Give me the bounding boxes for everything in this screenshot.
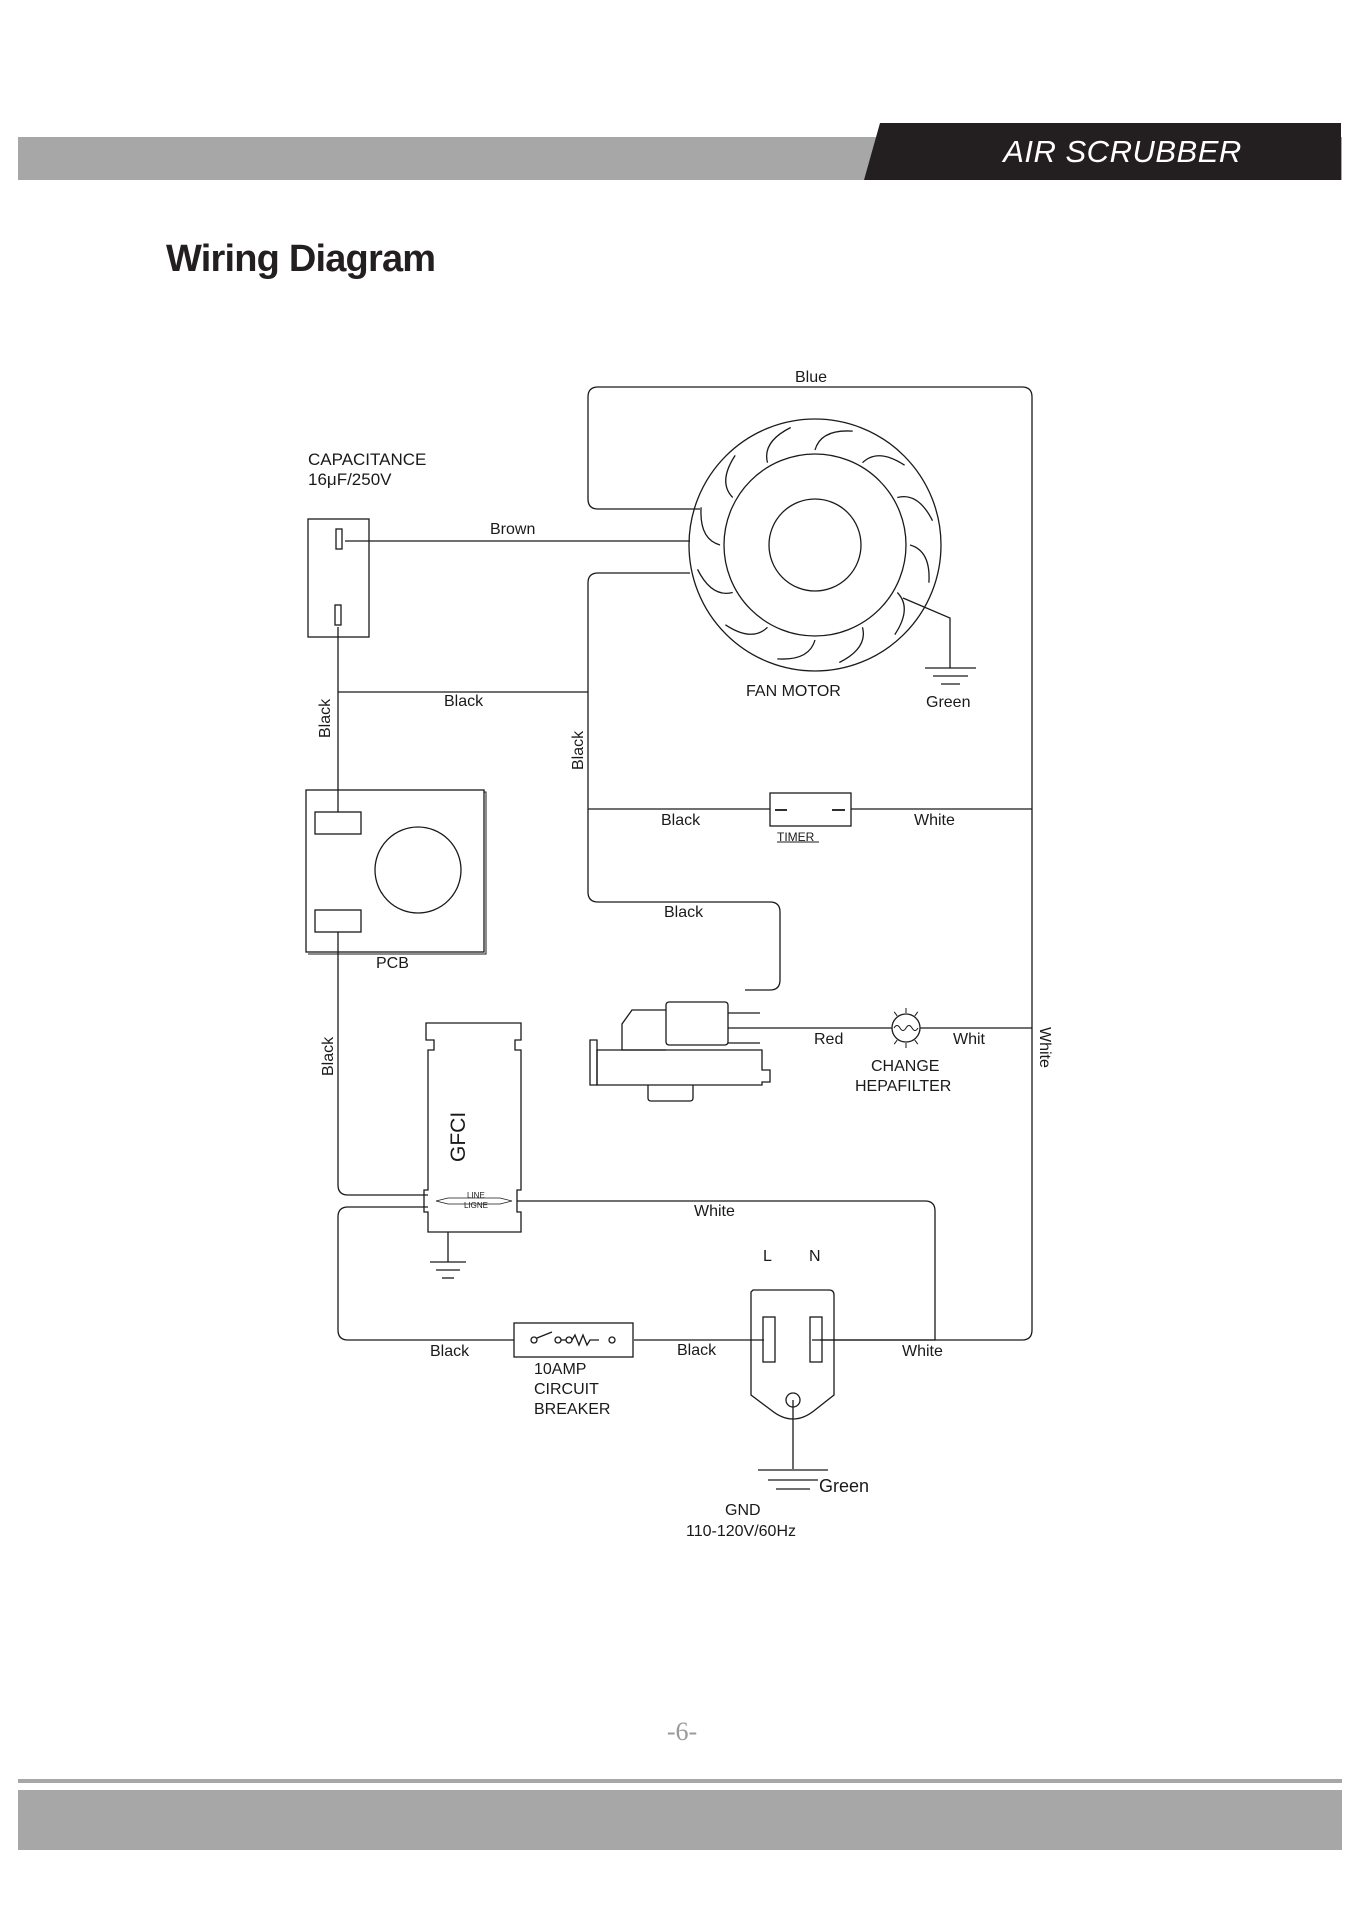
breaker-label-2: CIRCUIT bbox=[534, 1381, 599, 1398]
lamp-ray bbox=[894, 1040, 897, 1044]
fan-blade bbox=[897, 497, 932, 521]
black-switch-label: Black bbox=[664, 904, 704, 921]
gfci-ligne-label: LIGNE bbox=[464, 1201, 488, 1210]
white-right-label: White bbox=[1036, 1027, 1053, 1068]
black-bottom-mid-label: Black bbox=[677, 1342, 717, 1359]
black-cap-horizontal-label: Black bbox=[444, 693, 484, 710]
fan-blade bbox=[701, 507, 720, 545]
black-pcb-vertical-label: Black bbox=[320, 1036, 337, 1076]
green-gnd-label: Green bbox=[819, 1476, 869, 1496]
capacitance-value: 16μF/250V bbox=[308, 470, 392, 489]
motor-black-wire bbox=[588, 573, 780, 990]
wires bbox=[338, 387, 1032, 1469]
plug-prong-l bbox=[763, 1317, 775, 1362]
capacitance-title: CAPACITANCE bbox=[308, 450, 426, 469]
black-main-vertical-label: Black bbox=[570, 730, 587, 770]
ground-symbol-motor bbox=[925, 668, 976, 684]
motor-ground-wire bbox=[903, 598, 950, 668]
whit-wire-label: Whit bbox=[953, 1031, 986, 1048]
ground-symbol-gfci bbox=[430, 1262, 466, 1278]
capacitor-terminal-top bbox=[336, 529, 342, 549]
pcb-body bbox=[306, 790, 484, 952]
gfci-white-wire bbox=[517, 1201, 935, 1340]
lamp-ray bbox=[915, 1040, 918, 1044]
page-number: -6- bbox=[0, 1717, 1364, 1747]
plug-l-label: L bbox=[763, 1248, 772, 1265]
green-motor-label: Green bbox=[926, 694, 970, 711]
fan-blade bbox=[910, 545, 929, 583]
fan-blade bbox=[725, 625, 767, 634]
fan-blade bbox=[726, 455, 735, 497]
hepafilter-label: HEPAFILTER bbox=[855, 1078, 951, 1095]
pcb-label: PCB bbox=[376, 955, 409, 972]
red-wire-label: Red bbox=[814, 1031, 843, 1048]
black-timer-label: Black bbox=[661, 812, 701, 829]
power-plug bbox=[751, 1290, 834, 1419]
fan-blade bbox=[895, 593, 904, 635]
capacitor-body bbox=[308, 519, 369, 637]
breaker-label-1: 10AMP bbox=[534, 1361, 586, 1378]
circuit-breaker bbox=[514, 1323, 633, 1357]
switch-body bbox=[666, 1002, 728, 1045]
fan-blade bbox=[839, 627, 863, 662]
black-bottom-left-label: Black bbox=[430, 1343, 470, 1360]
gfci-label: GFCI bbox=[447, 1112, 470, 1162]
brown-wire-label: Brown bbox=[490, 521, 535, 538]
filter-switch bbox=[590, 1002, 770, 1101]
plug-n-label: N bbox=[809, 1248, 821, 1265]
fan-blade bbox=[863, 456, 905, 465]
pcb-board bbox=[306, 790, 486, 954]
white-bottom-label: White bbox=[902, 1343, 943, 1360]
fan-inner-ring bbox=[724, 454, 906, 636]
lamp-ray bbox=[894, 1012, 897, 1016]
capacitor-terminal-bottom bbox=[335, 605, 341, 625]
gnd-label: GND bbox=[725, 1502, 761, 1519]
white-gfci-label: White bbox=[694, 1203, 735, 1220]
fan-blades bbox=[698, 428, 933, 663]
blue-wire-label: Blue bbox=[795, 369, 827, 386]
footer-line bbox=[18, 1779, 1342, 1783]
fan-motor-label: FAN MOTOR bbox=[746, 683, 841, 700]
gfci-black-wire bbox=[338, 1207, 514, 1340]
fan-blade bbox=[815, 431, 853, 450]
timer-label: TIMER bbox=[777, 830, 815, 844]
fan-blade bbox=[767, 428, 791, 463]
pcb-connector-top bbox=[315, 812, 361, 834]
black-cap-vertical-label: Black bbox=[317, 698, 334, 738]
footer-bar bbox=[18, 1790, 1342, 1850]
change-label: CHANGE bbox=[871, 1058, 939, 1075]
voltage-label: 110-120V/60Hz bbox=[686, 1523, 796, 1540]
breaker-label-3: BREAKER bbox=[534, 1401, 610, 1418]
hepa-indicator-lamp bbox=[892, 1008, 920, 1048]
blue-wire bbox=[588, 387, 1032, 1340]
fan-blade bbox=[777, 640, 815, 659]
capacitor bbox=[308, 519, 369, 637]
pcb-knob bbox=[375, 827, 461, 913]
fan-hub bbox=[769, 499, 861, 591]
fan-blade bbox=[698, 569, 733, 593]
fan-motor bbox=[689, 419, 941, 671]
fan-outer-ring bbox=[689, 419, 941, 671]
gfci-line-label: LINE bbox=[467, 1191, 485, 1200]
ground-symbol-plug bbox=[758, 1470, 828, 1489]
lamp-ray bbox=[915, 1012, 918, 1016]
white-timer-label: White bbox=[914, 812, 955, 829]
pcb-connector-bottom bbox=[315, 910, 361, 932]
